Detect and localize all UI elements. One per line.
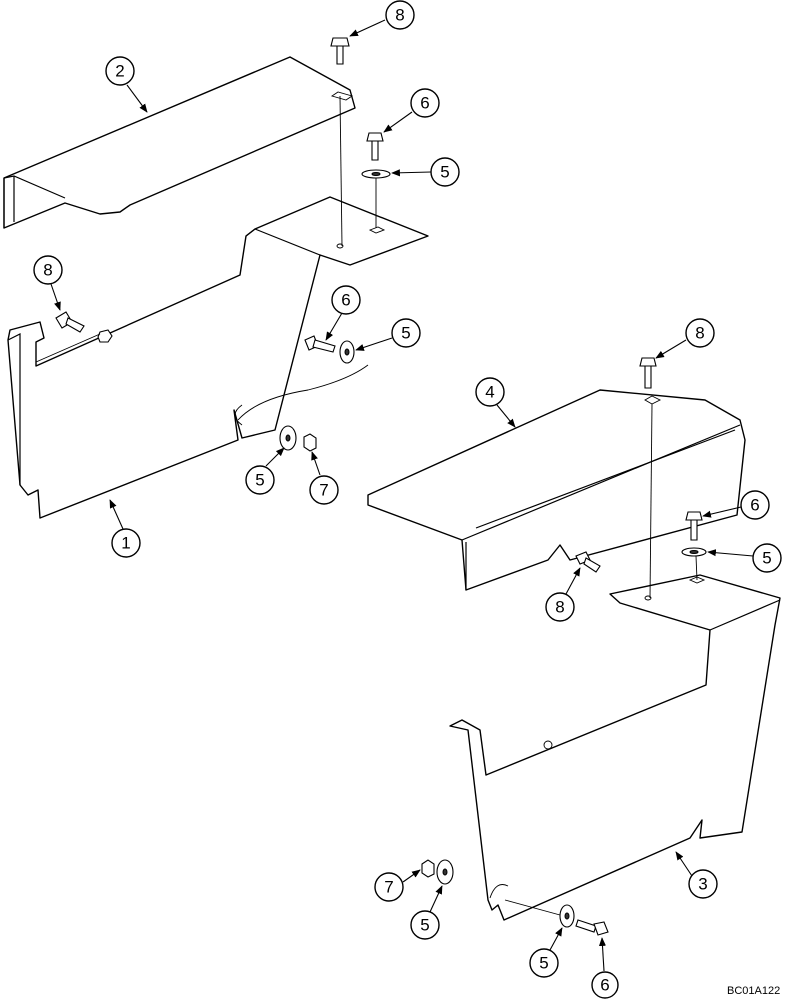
svg-text:1: 1 — [121, 534, 130, 553]
svg-text:3: 3 — [698, 875, 707, 894]
bolt-8-top — [330, 37, 350, 65]
svg-text:5: 5 — [440, 163, 449, 182]
svg-text:2: 2 — [115, 62, 124, 81]
alignment-lines — [35, 95, 698, 599]
nut-left — [97, 329, 113, 343]
callout-5-lower-right-a: 5 — [410, 885, 443, 940]
svg-text:5: 5 — [401, 324, 410, 343]
callout-8-left: 8 — [33, 255, 63, 311]
hardware — [55, 37, 707, 936]
callout-8-right-top: 8 — [655, 318, 715, 359]
bolt-6-right — [685, 511, 703, 541]
nut-7-lower-right — [421, 859, 435, 878]
callout-6-mid: 6 — [325, 285, 361, 341]
callout-3: 3 — [675, 851, 718, 899]
callout-8-top: 8 — [349, 0, 415, 37]
svg-text:7: 7 — [384, 878, 393, 897]
nut-7-lower-left — [303, 433, 317, 452]
svg-text:6: 6 — [750, 496, 759, 515]
callout-5-lower-right-b: 5 — [529, 927, 563, 978]
callout-6-lower-right: 6 — [591, 937, 619, 999]
callout-5-mid: 5 — [355, 318, 421, 351]
bolt-6-upper — [366, 132, 384, 161]
callout-2: 2 — [105, 56, 148, 113]
svg-text:5: 5 — [539, 954, 548, 973]
callout-1: 1 — [109, 499, 141, 558]
callout-6-right: 6 — [702, 490, 770, 520]
part-1-side-shield — [7, 196, 429, 519]
svg-text:5: 5 — [762, 549, 771, 568]
bolt-8-left — [55, 311, 85, 333]
svg-text:8: 8 — [43, 261, 52, 280]
drawing-reference-code: BC01A122 — [727, 985, 780, 997]
part-4-top-cover — [367, 389, 746, 591]
svg-text:4: 4 — [485, 383, 494, 402]
callout-4: 4 — [475, 377, 516, 428]
callout-7-lower-left: 7 — [309, 451, 339, 505]
callout-7-lower-right: 7 — [374, 869, 421, 902]
svg-text:6: 6 — [420, 94, 429, 113]
svg-text:8: 8 — [395, 6, 404, 25]
part-2-top-cover — [3, 56, 356, 229]
callout-6-upper: 6 — [383, 88, 440, 133]
bolt-6-mid — [304, 335, 336, 353]
callout-5-right: 5 — [707, 543, 782, 573]
bolt-8-right-mid — [575, 551, 601, 573]
svg-text:6: 6 — [600, 976, 609, 995]
callout-8-right-mid: 8 — [545, 567, 581, 622]
svg-text:8: 8 — [555, 598, 564, 617]
svg-text:6: 6 — [341, 291, 350, 310]
callouts: 8 2 6 5 8 6 — [33, 0, 782, 999]
part-3-side-shield — [449, 574, 781, 921]
svg-text:5: 5 — [420, 916, 429, 935]
callout-5-lower-left: 5 — [245, 447, 285, 495]
bolt-8-right-top — [639, 357, 657, 389]
callout-5-upper: 5 — [391, 157, 460, 187]
bolt-6-lower-right — [575, 919, 609, 936]
svg-text:7: 7 — [319, 481, 328, 500]
svg-text:5: 5 — [255, 471, 264, 490]
svg-text:8: 8 — [695, 324, 704, 343]
